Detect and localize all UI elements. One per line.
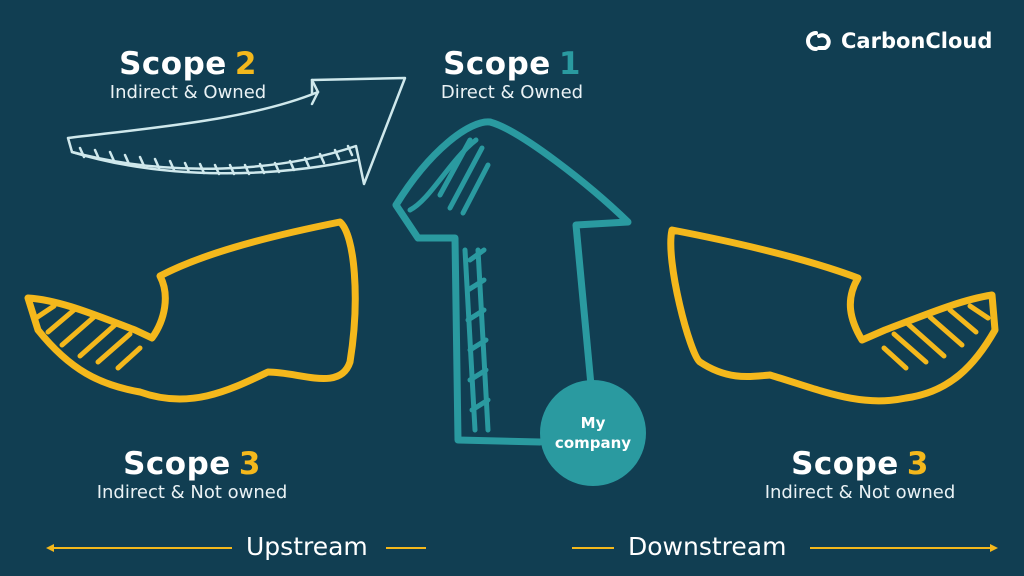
scope3-downstream-title: Scope	[791, 446, 899, 482]
scope1-arrow	[392, 118, 632, 446]
scope1-title: Scope	[443, 46, 551, 82]
my-company-circle: My company	[540, 380, 646, 486]
carboncloud-logo-icon	[806, 31, 831, 51]
brand-logo: CarbonCloud	[803, 29, 992, 53]
scope3-upstream-title: Scope	[123, 446, 231, 482]
scope1-number: 1	[558, 46, 581, 82]
scope2-number: 2	[234, 46, 257, 82]
scope2-title: Scope	[119, 46, 227, 82]
scope2-arrow	[66, 76, 407, 186]
upstream-arrow-line	[46, 544, 426, 552]
scope3-upstream-arrow	[24, 218, 359, 403]
scope3-downstream-subtitle: Indirect & Not owned	[764, 482, 956, 503]
upstream-label: Upstream	[246, 532, 368, 561]
scope3-upstream-subtitle: Indirect & Not owned	[96, 482, 288, 503]
downstream-arrow-line	[572, 544, 998, 552]
downstream-label: Downstream	[628, 532, 787, 561]
company-line2: company	[554, 434, 632, 452]
brand-name: CarbonCloud	[841, 29, 993, 53]
scope2-subtitle: Indirect & Owned	[109, 82, 267, 103]
scope3-downstream-arrow	[667, 226, 999, 405]
scope1-subtitle: Direct & Owned	[440, 82, 584, 103]
scope3-upstream-number: 3	[238, 446, 261, 482]
scope3-downstream-number: 3	[906, 446, 929, 482]
company-line1: My	[580, 414, 606, 432]
